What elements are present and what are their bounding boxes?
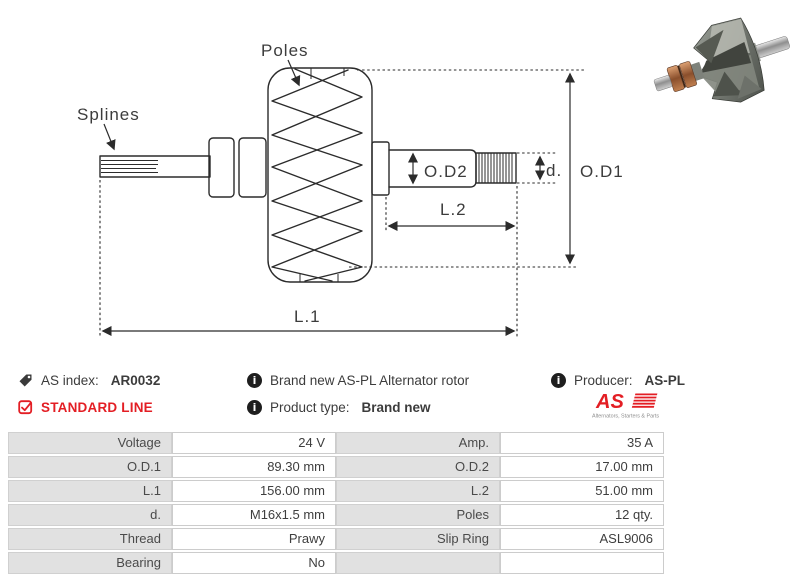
product-description: Brand new AS-PL Alternator rotor [270, 373, 470, 388]
info-icon [551, 373, 566, 388]
splines-label: Splines [77, 105, 140, 124]
output-shaft [371, 141, 517, 196]
spec-label-cell: Bearing [8, 552, 172, 574]
product-type-value: Brand new [361, 400, 431, 415]
producer-label: Producer: [574, 373, 633, 388]
table-row: L.1 156.00 mm L.2 51.00 mm [8, 480, 664, 502]
spec-table: Voltage 24 V Amp. 35 A O.D.1 89.30 mm O.… [8, 430, 664, 576]
technical-diagram: Poles Splines O.D2 d. O.D1 L.2 L.1 [77, 41, 624, 337]
info-icon [247, 373, 262, 388]
spec-value-cell: 17.00 mm [500, 456, 664, 478]
photo-claw-body [693, 17, 765, 103]
d-label: d. [546, 161, 562, 180]
photo-shaft-left [653, 75, 673, 92]
photo-slip-rings [666, 61, 697, 92]
spec-value-cell: 35 A [500, 432, 664, 454]
product-photo [653, 17, 790, 103]
spec-label-cell: L.1 [8, 480, 172, 502]
table-row: O.D.1 89.30 mm O.D.2 17.00 mm [8, 456, 664, 478]
producer-row: Producer: AS-PL [551, 373, 685, 388]
spec-label-cell: L.2 [336, 480, 500, 502]
product-type-row: Product type: Brand new [247, 400, 431, 415]
as-index-value: AR0032 [110, 373, 161, 388]
spec-value-cell: 89.30 mm [172, 456, 336, 478]
spec-label-cell: Poles [336, 504, 500, 526]
as-index-row: AS index: AR0032 [18, 373, 160, 388]
spec-label-cell: d. [8, 504, 172, 526]
producer-value: AS-PL [644, 373, 686, 388]
table-row: Thread Prawy Slip Ring ASL9006 [8, 528, 664, 550]
od2-label: O.D2 [424, 162, 468, 181]
table-row: Voltage 24 V Amp. 35 A [8, 432, 664, 454]
spec-value-cell: M16x1.5 mm [172, 504, 336, 526]
standard-line-label: STANDARD LINE [41, 400, 153, 415]
spec-value-cell: 12 qty. [500, 504, 664, 526]
spec-value-cell: 156.00 mm [172, 480, 336, 502]
spec-value-cell: No [172, 552, 336, 574]
spec-label-cell [336, 552, 500, 574]
as-index-label: AS index: [41, 373, 99, 388]
info-icon [247, 400, 262, 415]
table-row: d. M16x1.5 mm Poles 12 qty. [8, 504, 664, 526]
spec-label-cell: Thread [8, 528, 172, 550]
shaft-collars [208, 137, 267, 198]
splines-arrow [103, 123, 116, 151]
rotor-body [267, 67, 373, 283]
standard-line-row: STANDARD LINE [18, 400, 153, 415]
spec-value-cell [500, 552, 664, 574]
l2-label: L.2 [440, 200, 467, 219]
description-row: Brand new AS-PL Alternator rotor [247, 373, 469, 388]
l1-label: L.1 [294, 307, 321, 326]
spec-label-cell: Voltage [8, 432, 172, 454]
logo-tagline: Alternators, Starters & Parts [592, 414, 659, 420]
product-type-label: Product type: [270, 400, 350, 415]
spec-value-cell: 51.00 mm [500, 480, 664, 502]
spec-label-cell: Amp. [336, 432, 500, 454]
spec-value-cell: ASL9006 [500, 528, 664, 550]
od1-label: O.D1 [580, 162, 624, 181]
thread-hatching [478, 153, 513, 183]
logo-text: AS [595, 391, 624, 413]
tag-icon [19, 374, 32, 387]
table-row: Bearing No [8, 552, 664, 574]
spec-label-cell: Slip Ring [336, 528, 500, 550]
as-pl-logo: AS Alternators, Starters & Parts [592, 391, 659, 420]
spec-value-cell: 24 V [172, 432, 336, 454]
poles-arrow [287, 59, 301, 87]
logo-stripes [631, 393, 658, 408]
splined-shaft [99, 155, 211, 178]
poles-label: Poles [261, 41, 309, 60]
photo-collar [690, 61, 705, 81]
checkbox-checked-icon [18, 400, 33, 415]
spec-label-cell: O.D.1 [8, 456, 172, 478]
spec-value-cell: Prawy [172, 528, 336, 550]
spec-label-cell: O.D.2 [336, 456, 500, 478]
